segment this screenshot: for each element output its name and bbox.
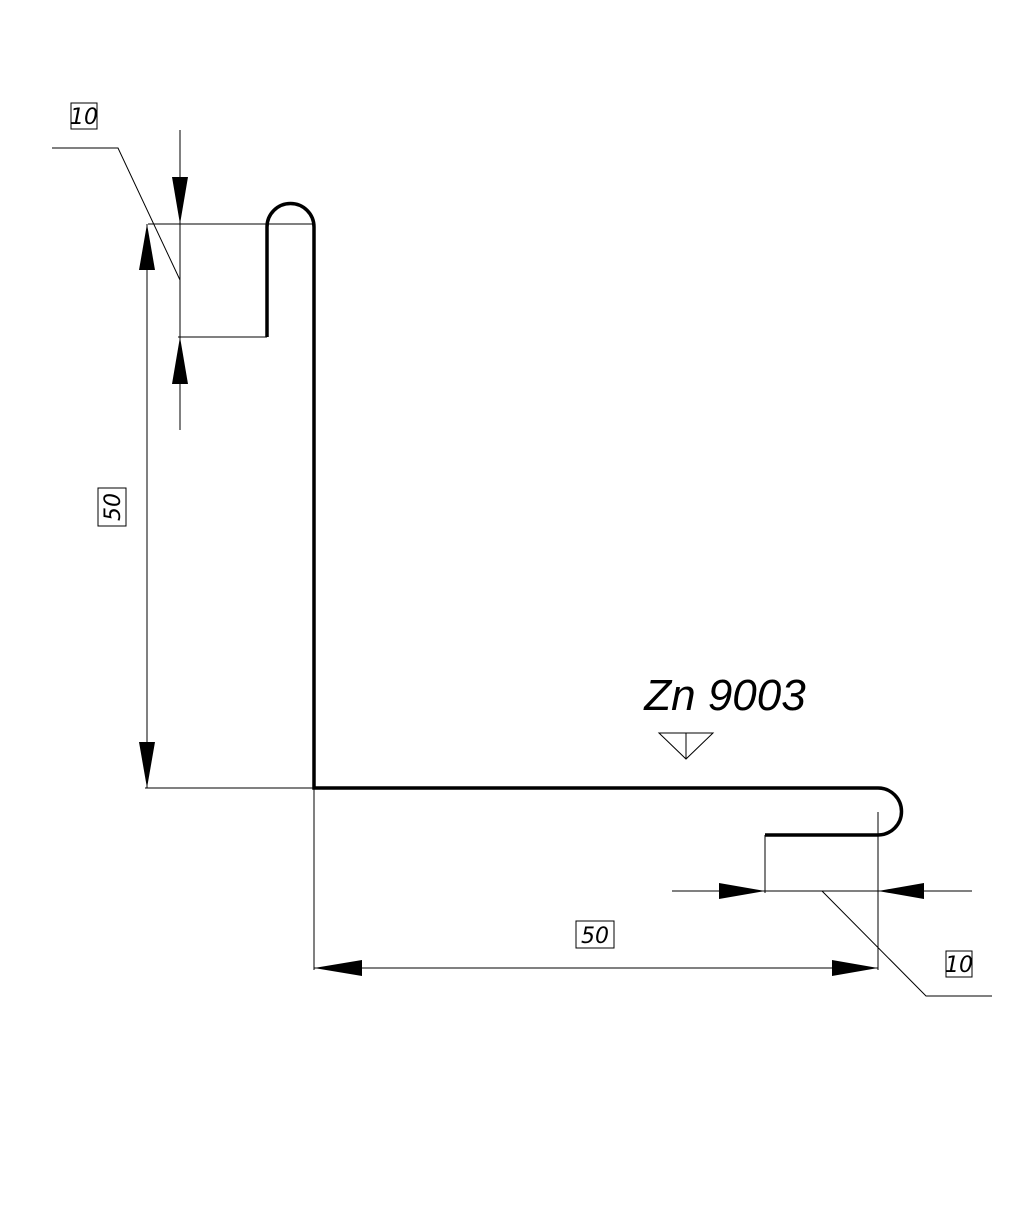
bottom-lip-leader-line bbox=[821, 890, 992, 997]
vertical-leg-dimension: 50 bbox=[97, 224, 314, 789]
profile-outline bbox=[265, 201, 904, 837]
bottom-lip-label: 10 bbox=[945, 953, 973, 978]
vertical-arrow-down bbox=[139, 742, 155, 788]
horizontal-arrow-right bbox=[832, 960, 878, 976]
top-lip-arrow-down bbox=[172, 177, 188, 224]
top-lip-label-box bbox=[70, 102, 98, 130]
bottom-lip-dimension: 10 bbox=[672, 835, 992, 997]
vertical-leg-label-box bbox=[97, 487, 127, 527]
triangle-surface-finish-icon bbox=[657, 732, 715, 760]
bottom-lip-arrow-left bbox=[878, 883, 924, 899]
horizontal-leg-label-box bbox=[575, 920, 615, 949]
top-lip-leader-line bbox=[52, 147, 181, 281]
bottom-lip-arrow-right bbox=[719, 883, 765, 899]
surface-finish-annotation: Zn 9003 bbox=[643, 671, 806, 760]
finish-label: Zn 9003 bbox=[643, 671, 806, 720]
horizontal-leg-dimension: 50 bbox=[313, 788, 879, 976]
top-lip-arrow-up bbox=[172, 337, 188, 384]
vertical-arrow-up bbox=[139, 224, 155, 270]
profile-path bbox=[265, 201, 904, 837]
horizontal-leg-label: 50 bbox=[581, 924, 609, 949]
horizontal-arrow-left bbox=[314, 960, 362, 976]
top-lip-dimension: 10 bbox=[52, 102, 314, 430]
vertical-leg-label: 50 bbox=[101, 493, 126, 521]
bottom-lip-label-box bbox=[945, 950, 973, 978]
top-lip-label: 10 bbox=[70, 105, 98, 130]
